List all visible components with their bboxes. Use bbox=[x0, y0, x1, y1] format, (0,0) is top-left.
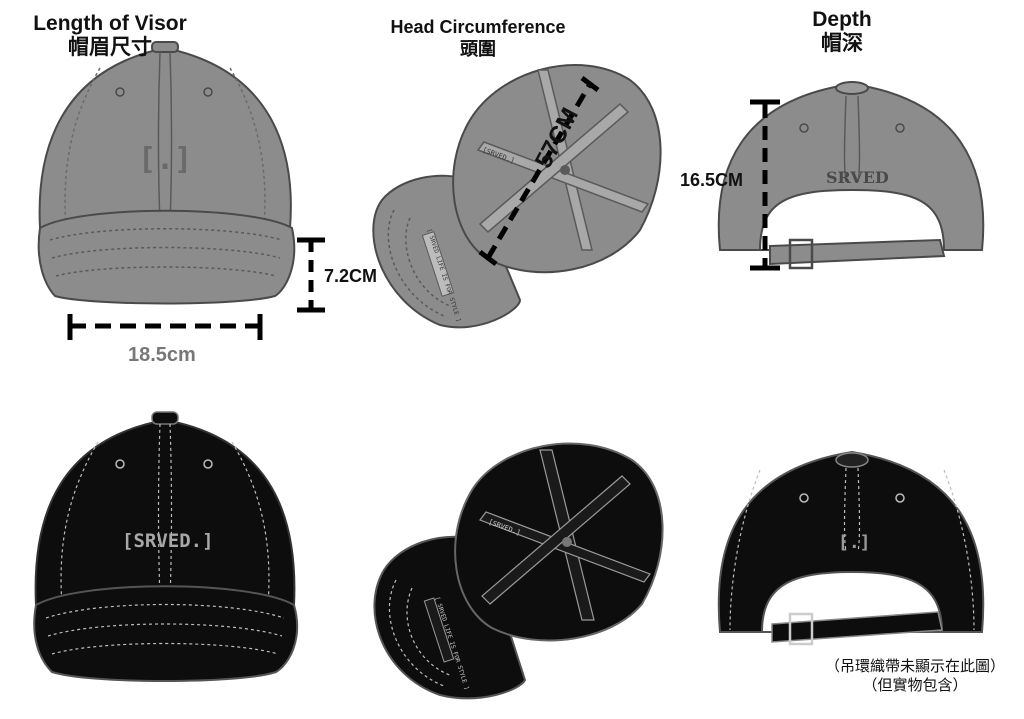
strap-note: （吊環織帶未顯示在此圖） （但實物包含） bbox=[808, 657, 1022, 695]
visor-length-dimension bbox=[67, 314, 263, 340]
circumference-title: Head Circumference 頭圍 bbox=[360, 16, 596, 60]
strap-note-line2: （但實物包含） bbox=[862, 676, 968, 694]
front-view-gray bbox=[37, 41, 296, 305]
visor-title-zh: 帽眉尺寸 bbox=[68, 36, 152, 59]
front-view-black bbox=[33, 411, 299, 682]
circumference-title-zh: 頭圍 bbox=[460, 39, 496, 59]
depth-value: 16.5CM bbox=[680, 170, 744, 190]
back-view-black bbox=[717, 450, 985, 646]
back-view-gray bbox=[717, 81, 985, 271]
depth-title-zh: 帽深 bbox=[821, 32, 863, 55]
front-gray-logo: [.] bbox=[138, 142, 193, 177]
circumference-title-en: Head Circumference bbox=[390, 17, 566, 37]
visor-length-value: 18.5cm bbox=[128, 344, 196, 366]
back-black-logo: [.] bbox=[838, 532, 871, 553]
strap-note-line1: （吊環織帶未顯示在此圖） bbox=[824, 657, 1005, 675]
visor-depth-value: 7.2CM bbox=[324, 266, 378, 286]
visor-title: Length of Visor 帽眉尺寸 bbox=[10, 12, 210, 60]
under-view-gray bbox=[372, 64, 662, 329]
visor-title-en: Length of Visor bbox=[33, 12, 187, 35]
depth-title-en: Depth bbox=[812, 8, 872, 31]
depth-title: Depth 帽深 bbox=[772, 8, 912, 56]
under-view-black bbox=[373, 442, 664, 700]
front-black-logo: [SRVED.] bbox=[122, 530, 214, 552]
back-gray-logo: SRVED bbox=[826, 168, 889, 187]
visor-depth-dimension bbox=[297, 237, 325, 313]
